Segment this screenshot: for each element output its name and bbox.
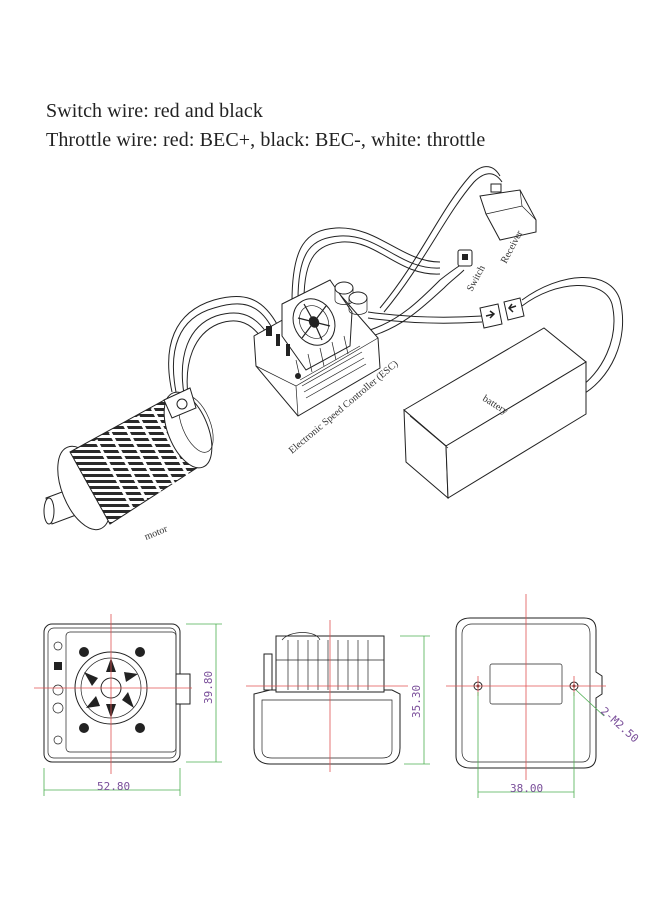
dim-screw-spec: 2-M2.50	[598, 705, 641, 746]
esc-bottom-view: 38.00 2-M2.50	[446, 594, 641, 798]
battery-connector	[479, 297, 525, 329]
motor: motor	[43, 387, 214, 543]
switch-wire-note: Switch wire: red and black	[46, 100, 263, 122]
battery-pack: battery	[403, 327, 587, 500]
esc-side-view: 35.30	[246, 620, 430, 772]
esc-unit: Electronic Speed Controller (ESC)	[253, 279, 401, 456]
dim-esc-height: 39.80	[202, 671, 215, 704]
esc-top-view: 52.80 39.80	[34, 614, 222, 796]
dim-hole-spacing: 38.00	[510, 782, 543, 795]
dim-esc-width: 52.80	[97, 780, 130, 793]
receiver-module: Receiver	[479, 183, 537, 265]
throttle-wire-note: Throttle wire: red: BEC+, black: BEC-, w…	[46, 129, 486, 151]
motor-label: motor	[143, 523, 170, 542]
switch-label: Switch	[465, 264, 488, 294]
wires	[168, 166, 624, 397]
dim-esc-side-height: 35.30	[410, 685, 423, 718]
